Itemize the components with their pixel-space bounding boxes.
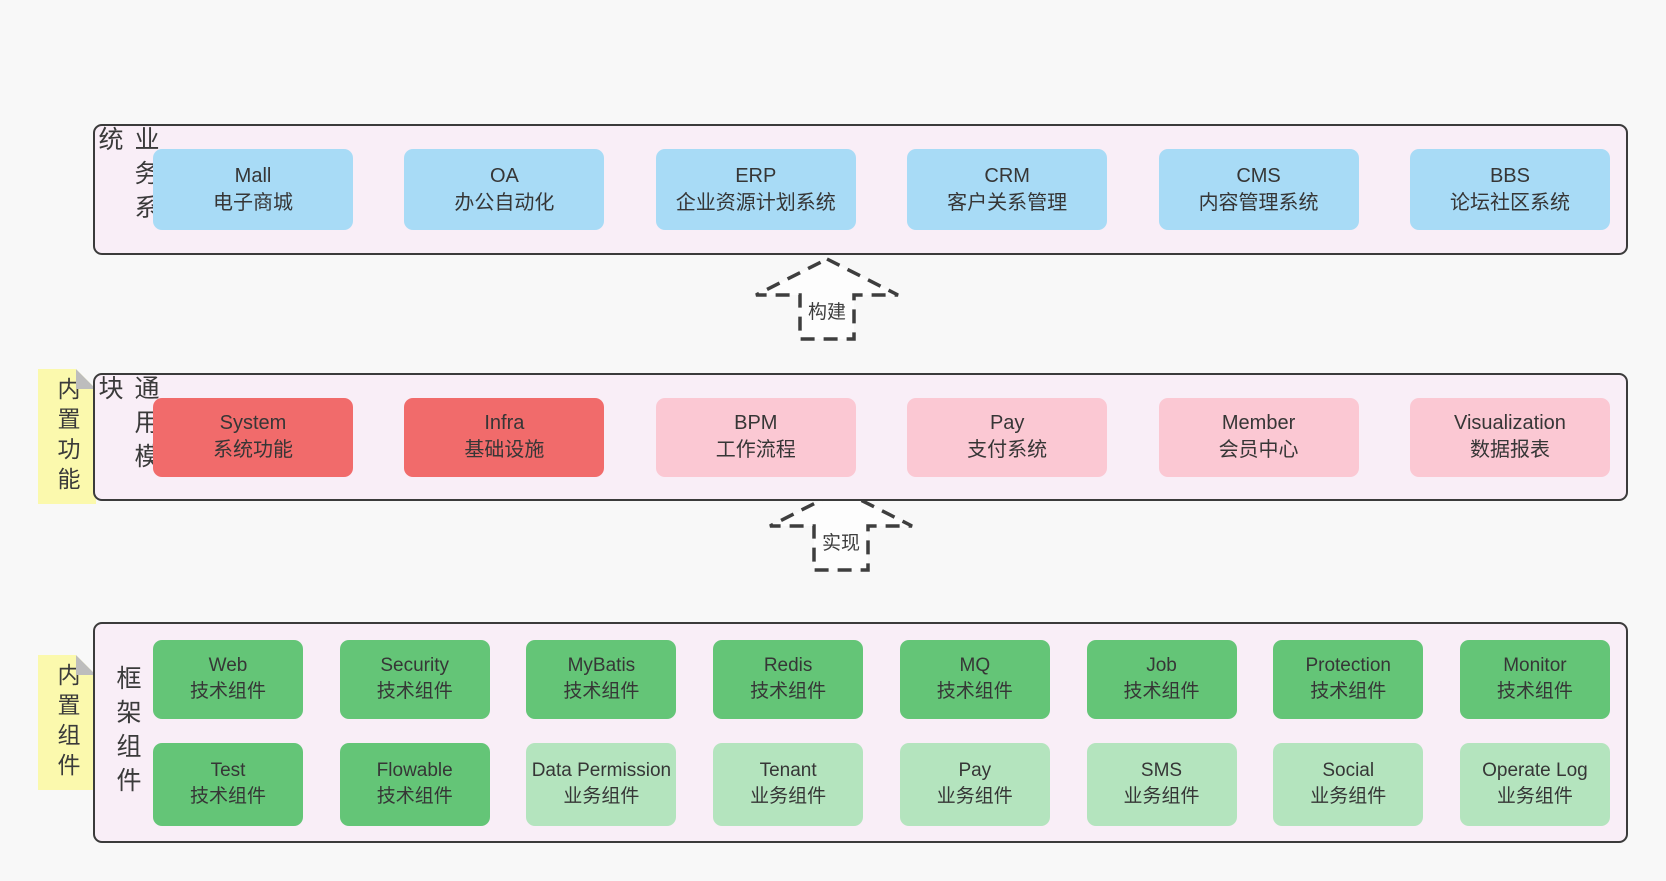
- box-tenant: Tenant 业务组件: [713, 742, 864, 826]
- box-title: BBS: [1489, 164, 1530, 187]
- box-data-permission: Data Permission 业务组件: [526, 742, 677, 826]
- box-flowable: Flowable 技术组件: [339, 742, 490, 826]
- box-subtitle: 数据报表: [1469, 439, 1550, 461]
- sticky-note-builtin-components: 内置组件: [38, 655, 96, 790]
- box-subtitle: 技术组件: [1496, 681, 1573, 702]
- build-arrow: 构建: [752, 255, 902, 343]
- box-monitor: Monitor 技术组件: [1459, 639, 1610, 719]
- box-title: CMS: [1236, 164, 1281, 187]
- dashed-up-arrow-icon: [755, 257, 899, 341]
- box-subtitle: 客户关系管理: [947, 191, 1068, 214]
- box-title: Visualization: [1453, 412, 1566, 434]
- box-subtitle: 论坛社区系统: [1449, 191, 1570, 214]
- box-subtitle: 工作流程: [715, 439, 796, 461]
- panel-label-common-modules: 通用模块: [95, 375, 159, 477]
- box-crm: CRM 客户关系管理: [907, 149, 1108, 230]
- box-subtitle: 技术组件: [376, 681, 453, 702]
- box-sms: SMS 业务组件: [1086, 742, 1237, 826]
- box-mq: MQ 技术组件: [899, 639, 1050, 719]
- box-subtitle: 业务组件: [936, 786, 1013, 807]
- implement-arrow: 实现: [766, 486, 916, 574]
- box-title: SMS: [1140, 760, 1183, 782]
- box-title: Pay: [958, 760, 992, 782]
- box-title: Test: [210, 760, 246, 782]
- framework-components-panel: 框架组件 Web 技术组件 Security 技术组件 MyBatis 技术组件…: [93, 622, 1628, 843]
- box-subtitle: 技术组件: [1310, 681, 1387, 702]
- box-subtitle: 技术组件: [189, 681, 266, 702]
- box-pay-business: Pay 业务组件: [899, 742, 1050, 826]
- box-social: Social 业务组件: [1273, 742, 1424, 826]
- box-job: Job 技术组件: [1086, 639, 1237, 719]
- box-subtitle: 技术组件: [936, 681, 1013, 702]
- panel-label-business-systems: 业务系统: [95, 126, 159, 228]
- box-title: Pay: [989, 412, 1025, 434]
- box-test: Test 技术组件: [153, 742, 303, 826]
- box-visualization: Visualization 数据报表: [1409, 397, 1610, 477]
- box-title: Protection: [1305, 655, 1391, 677]
- box-title: System: [219, 412, 287, 434]
- box-title: Social: [1322, 760, 1375, 782]
- box-subtitle: 技术组件: [750, 681, 827, 702]
- box-subtitle: 业务组件: [750, 786, 827, 807]
- arrow-label: 构建: [807, 302, 846, 323]
- box-title: Monitor: [1503, 655, 1567, 677]
- box-title: Data Permission: [531, 760, 672, 782]
- box-title: MQ: [959, 655, 991, 677]
- box-subtitle: 技术组件: [1123, 681, 1200, 702]
- panel-label-framework-components: 框架组件: [113, 664, 141, 801]
- arrow-label: 实现: [821, 533, 860, 554]
- box-subtitle: 技术组件: [563, 681, 640, 702]
- box-cms: CMS 内容管理系统: [1158, 149, 1359, 230]
- box-operate-log: Operate Log 业务组件: [1459, 742, 1610, 826]
- box-mybatis: MyBatis 技术组件: [526, 639, 677, 719]
- box-title: BPM: [734, 412, 778, 434]
- box-oa: OA 办公自动化: [404, 149, 605, 230]
- box-title: Redis: [763, 655, 813, 677]
- box-title: Job: [1146, 655, 1177, 677]
- box-subtitle: 内容管理系统: [1198, 191, 1319, 214]
- box-erp: ERP 企业资源计划系统: [655, 149, 856, 230]
- box-mall: Mall 电子商城: [153, 149, 353, 230]
- box-title: Web: [208, 655, 248, 677]
- box-title: MyBatis: [567, 655, 636, 677]
- dashed-up-arrow-icon: [769, 488, 913, 572]
- box-subtitle: 基础设施: [464, 439, 545, 461]
- box-bbs: BBS 论坛社区系统: [1409, 149, 1610, 230]
- box-subtitle: 业务组件: [1310, 786, 1387, 807]
- box-title: OA: [489, 164, 519, 187]
- box-subtitle: 业务组件: [1123, 786, 1200, 807]
- box-title: Operate Log: [1482, 760, 1588, 782]
- box-pay: Pay 支付系统: [907, 397, 1108, 477]
- box-subtitle: 技术组件: [376, 786, 453, 807]
- box-subtitle: 办公自动化: [454, 191, 555, 214]
- common-modules-panel: 通用模块 System 系统功能 Infra 基础设施 BPM 工作流程 Pay…: [93, 373, 1628, 501]
- box-title: Infra: [484, 412, 525, 434]
- box-security: Security 技术组件: [339, 639, 490, 719]
- box-subtitle: 电子商城: [213, 191, 293, 214]
- box-web: Web 技术组件: [153, 639, 303, 719]
- box-title: Member: [1221, 412, 1296, 434]
- box-title: CRM: [984, 164, 1030, 187]
- sticky-note-builtin-features: 内置功能: [38, 369, 96, 504]
- box-subtitle: 业务组件: [1496, 786, 1573, 807]
- box-subtitle: 会员中心: [1218, 439, 1299, 461]
- box-infra: Infra 基础设施: [404, 397, 605, 477]
- box-bpm: BPM 工作流程: [655, 397, 856, 477]
- box-protection: Protection 技术组件: [1273, 639, 1424, 719]
- box-title: Tenant: [759, 760, 817, 782]
- box-system: System 系统功能: [153, 397, 353, 477]
- box-subtitle: 企业资源计划系统: [675, 191, 836, 214]
- box-redis: Redis 技术组件: [713, 639, 864, 719]
- box-title: ERP: [735, 164, 777, 187]
- box-title: Mall: [234, 164, 272, 187]
- box-subtitle: 系统功能: [213, 439, 293, 461]
- box-subtitle: 业务组件: [563, 786, 640, 807]
- box-title: Flowable: [376, 760, 453, 782]
- business-systems-panel: 业务系统 Mall 电子商城 OA 办公自动化 ERP 企业资源计划系统 CRM…: [93, 124, 1628, 255]
- box-subtitle: 支付系统: [967, 439, 1048, 461]
- box-member: Member 会员中心: [1158, 397, 1359, 477]
- box-title: Security: [380, 655, 450, 677]
- box-subtitle: 技术组件: [189, 786, 266, 807]
